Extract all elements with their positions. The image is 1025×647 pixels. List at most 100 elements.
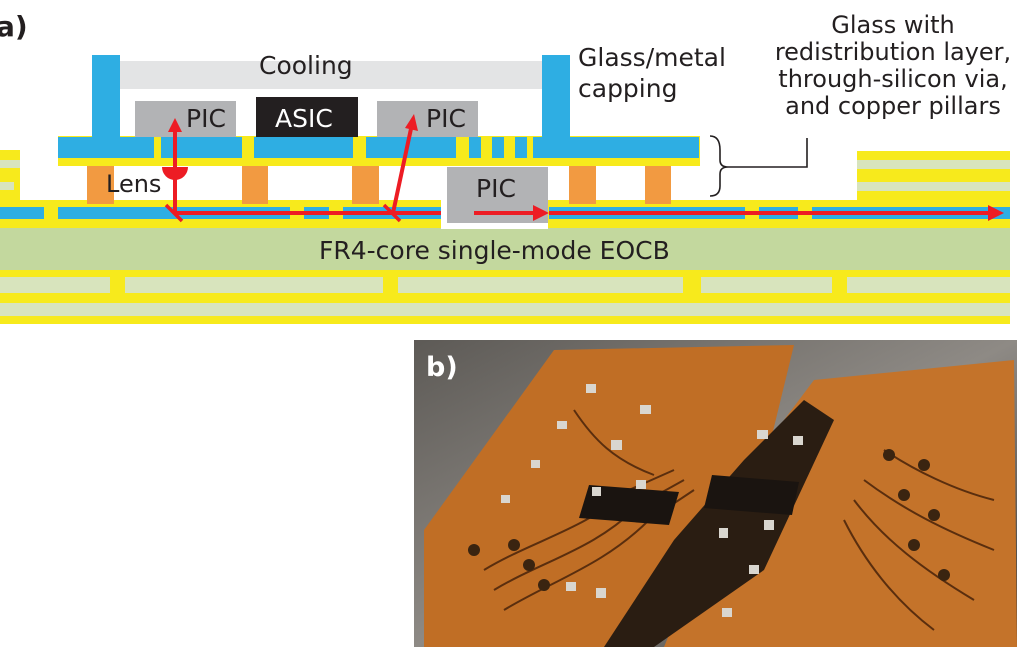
fr4-core — [0, 228, 1010, 270]
lower-dielectric-layers — [0, 277, 1010, 316]
smd-component — [531, 460, 540, 468]
trace — [853, 499, 975, 601]
board-left-stack — [0, 150, 20, 200]
trace — [843, 519, 935, 631]
bond-pad — [908, 539, 920, 551]
copper-pillar — [569, 166, 596, 204]
smd-component — [501, 495, 510, 503]
pic-left-chip — [135, 101, 236, 137]
interposer-label-line4: and copper pillars — [785, 92, 1001, 120]
pic-right-chip — [377, 101, 478, 137]
module-photo: b) — [414, 340, 1017, 647]
copper-pillar — [87, 166, 114, 204]
pic-embedded-label: PIC — [476, 174, 516, 203]
smd-component — [757, 430, 768, 439]
module-photo-svg — [414, 340, 1017, 647]
lower-layer-segment — [0, 277, 110, 293]
smd-component — [749, 565, 759, 574]
board-right-layer — [857, 160, 1010, 169]
glass-segment — [533, 137, 699, 158]
glass-segment — [492, 137, 504, 158]
cooling-label: Cooling — [259, 51, 353, 80]
panel-a-label: a) — [0, 10, 28, 43]
panel-b-label: b) — [426, 352, 458, 383]
glass-segment — [515, 137, 527, 158]
smd-component — [592, 487, 601, 496]
pic-left-label: PIC — [186, 104, 226, 133]
smd-component — [611, 440, 622, 450]
glass-segment — [58, 137, 154, 158]
board-left-copper — [0, 150, 20, 200]
cooling-plate — [120, 61, 542, 89]
glass-segment — [161, 137, 242, 158]
lower-layer-segment — [701, 277, 832, 293]
interposer-brace — [709, 135, 729, 197]
pic-right-label: PIC — [426, 104, 466, 133]
copper-pillar — [645, 166, 671, 204]
bond-pad — [523, 559, 535, 571]
waveguide-core — [0, 207, 44, 219]
trace — [503, 489, 695, 611]
board-label: FR4-core single-mode EOCB — [319, 236, 670, 265]
interposer-label-line2: redistribution layer, — [774, 38, 1012, 66]
copper-pillars — [87, 166, 671, 204]
light-paths — [162, 114, 1004, 223]
board-left-layer — [0, 182, 14, 190]
bond-pad — [898, 489, 910, 501]
capping-label-line2: capping — [578, 74, 678, 103]
smd-component — [596, 588, 606, 598]
capping-label: Glass/metal capping — [578, 42, 726, 104]
glass-segment — [469, 137, 481, 158]
central-waveguide-region — [604, 400, 834, 647]
arrow-head-right — [988, 205, 1004, 221]
capping-label-line1: Glass/metal — [578, 43, 726, 72]
mirror-left — [164, 203, 184, 223]
lower-layer-segment — [847, 277, 1010, 293]
capping-wall-right — [542, 55, 570, 138]
smd-component — [793, 436, 803, 445]
smd-component — [722, 608, 732, 617]
lower-layer-segment — [125, 277, 383, 293]
bond-pad — [508, 539, 520, 551]
interposer-leader-line — [728, 138, 808, 168]
smd-component — [636, 480, 646, 489]
bond-pad — [468, 544, 480, 556]
copper-pillar — [352, 166, 379, 204]
smd-component — [586, 384, 596, 393]
glass-segment — [366, 137, 456, 158]
cross-section-svg — [0, 55, 1010, 324]
interposer-label-line3: through-silicon via, — [778, 65, 1008, 93]
interposer-label: Glass with redistribution layer, through… — [773, 12, 1013, 120]
arrow-head-embedded — [533, 205, 549, 221]
mirror-right — [382, 203, 402, 223]
asic-chip — [256, 97, 358, 137]
bond-pad — [883, 449, 895, 461]
trace — [573, 409, 655, 476]
bond-pads — [468, 449, 950, 591]
interposer-label-line1: Glass with — [831, 11, 955, 39]
lens-label: Lens — [106, 170, 162, 198]
lower-layer-segment — [0, 303, 1010, 316]
asic-label: ASIC — [275, 104, 333, 133]
bond-pad — [928, 509, 940, 521]
arrow-head-up — [168, 118, 182, 132]
copper-pillar — [242, 166, 268, 204]
board-right-layer — [857, 182, 1010, 191]
smd-component — [640, 405, 651, 414]
smd-component — [557, 421, 567, 429]
glass-interposer-segments — [58, 137, 699, 158]
bond-pad — [938, 569, 950, 581]
light-path-inclined — [391, 123, 414, 214]
board-left-layer — [0, 160, 20, 168]
cross-section-diagram: a) Cooling Glass/metal capping Glass wit… — [0, 10, 1013, 324]
arrow-head-inclined — [405, 114, 418, 131]
board-right-copper — [857, 151, 1010, 201]
capping-wall-left — [92, 55, 120, 138]
smd-component — [764, 520, 774, 530]
photo-chip-left — [579, 485, 679, 525]
bond-pad — [918, 459, 930, 471]
smd-component — [719, 528, 728, 538]
lower-layer-segment — [398, 277, 683, 293]
photo-chip-right — [704, 475, 799, 515]
bond-pad — [538, 579, 550, 591]
